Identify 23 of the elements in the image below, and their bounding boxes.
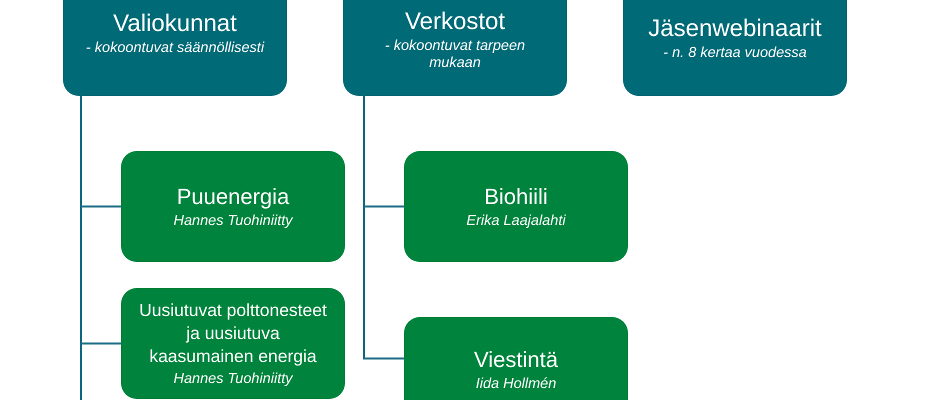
box-subtitle: - kokoontuvat säännöllisesti: [86, 40, 264, 57]
box-title: Puuenergia: [176, 184, 290, 210]
box-title: Jäsenwebinaarit: [648, 15, 822, 43]
working-group-box: [404, 317, 628, 400]
box-subtitle: - kokoontuvat tarpeen mukaan: [384, 38, 526, 72]
contact-person: Iida Hollmén: [476, 376, 556, 393]
contact-person: Erika Laajalahti: [466, 212, 566, 230]
working-group-box: [404, 151, 628, 262]
category-box: [623, 0, 847, 96]
category-box: [63, 0, 287, 96]
contact-person: Hannes Tuohiniitty: [173, 212, 293, 230]
box-title: Viestintä: [474, 347, 558, 373]
box-title: Uusiutuvat polttonesteet ja uusiutuva kaasumainen energia: [138, 299, 328, 368]
box-title: Verkostot: [404, 8, 506, 36]
box-title: Biohiili: [484, 184, 548, 210]
contact-person: Hannes Tuohiniitty: [173, 371, 293, 388]
connector-line: [363, 96, 404, 360]
connector-line: [80, 96, 121, 344]
box-subtitle: - n. 8 kertaa vuodessa: [663, 45, 807, 62]
working-group-box: [121, 151, 345, 262]
category-box: [343, 0, 567, 96]
working-group-box: [121, 288, 345, 399]
box-title: Valiokunnat: [113, 10, 237, 38]
